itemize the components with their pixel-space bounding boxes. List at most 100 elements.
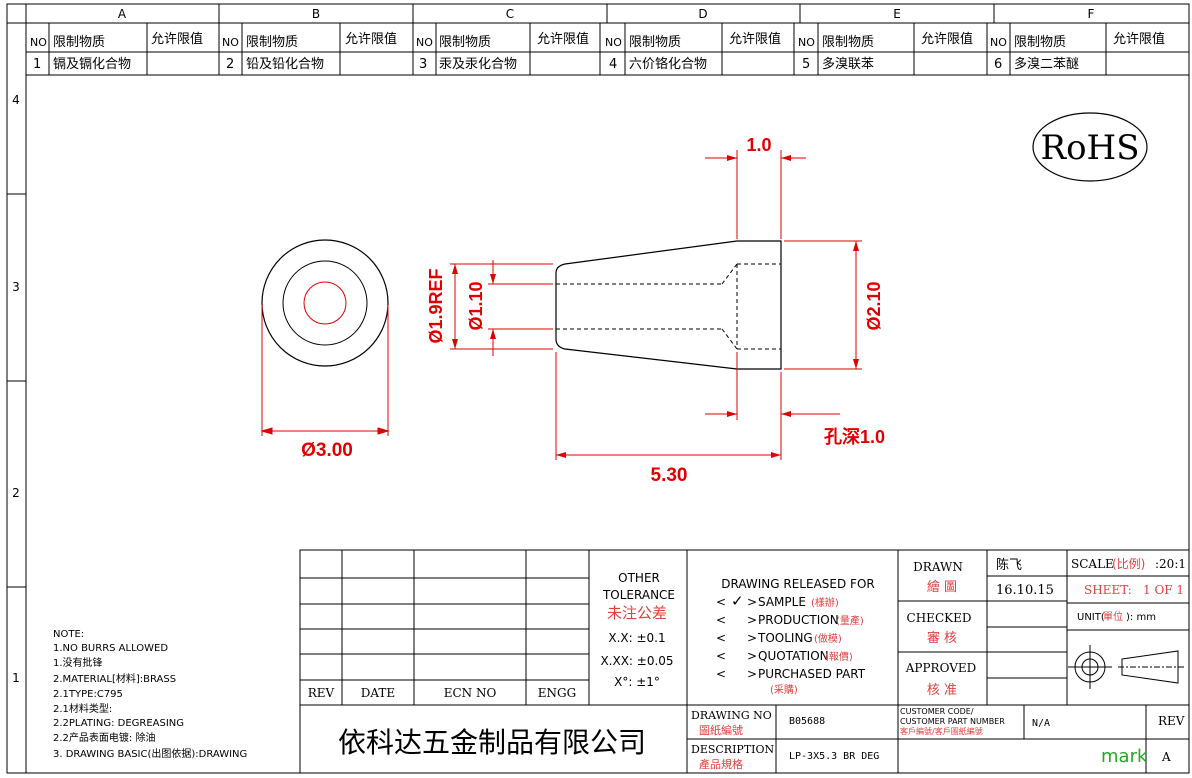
header-substance: 限制物质 <box>439 35 491 50</box>
release-item-cn: (樣辦) <box>811 596 839 609</box>
svg-text:>: > <box>747 595 757 609</box>
note-line: NOTE: <box>53 629 84 640</box>
sample-check-icon: ✓ <box>731 592 744 610</box>
svg-text:<: < <box>716 613 726 627</box>
bore-diameter-label: Ø1.10 <box>466 281 486 330</box>
company-name: 依科达五金制品有限公司 <box>338 726 646 759</box>
note-line: 2.2产品表面电镀: 除油 <box>53 731 155 744</box>
projection-symbol-icon <box>1068 645 1184 689</box>
rev-label: REV <box>1158 714 1185 728</box>
header-limit: 允许限值 <box>1113 31 1165 47</box>
sheet-label: SHEET: <box>1084 583 1132 597</box>
title-block-text: REV DATE ECN NO ENGG OTHER TOLERANCE 未注公… <box>308 557 1186 771</box>
unit-label: UNIT( <box>1077 612 1105 623</box>
note-line: 2.MATERIAL[材料]:BRASS <box>53 672 176 685</box>
customer-code-label: CUSTOMER CODE/ <box>900 707 974 716</box>
item-substance: 多溴联苯 <box>822 56 874 72</box>
end-diameter-label: Ø2.10 <box>864 281 884 330</box>
header-substance: 限制物质 <box>1014 35 1066 50</box>
row-numbers: 4 3 2 1 <box>12 93 20 685</box>
checked-cn: 審 核 <box>927 631 957 646</box>
drawing-no-value: B05688 <box>789 716 825 727</box>
item-no: 1 <box>33 57 41 72</box>
unit-cn: 單位 <box>1103 610 1123 623</box>
item-substance: 多溴二苯醚 <box>1014 56 1079 72</box>
notes: NOTE: 1.NO BURRS ALLOWED 1.没有批锋 2.MATERI… <box>53 629 247 760</box>
other-label: OTHER <box>618 571 660 585</box>
release-item-label: SAMPLE <box>758 595 806 609</box>
header-no: NO <box>416 36 433 49</box>
tolerance-xxx: X.XX: ±0.05 <box>600 654 673 668</box>
release-item-label: QUOTATION <box>758 649 829 663</box>
header-limit: 允许限值 <box>151 31 203 47</box>
svg-text:>: > <box>747 613 757 627</box>
checked-label: CHECKED <box>907 611 972 625</box>
approved-cn: 核 准 <box>927 683 957 698</box>
length-label: 5.30 <box>651 465 688 486</box>
scale-label: SCALE <box>1071 557 1114 571</box>
svg-text:<: < <box>716 649 726 663</box>
release-item-label: PURCHASED PART <box>758 667 866 681</box>
rev-header: REV <box>308 686 335 700</box>
column-letter: B <box>312 7 320 21</box>
svg-text:>: > <box>747 667 757 681</box>
mark-text: mark <box>1101 746 1148 767</box>
row-number: 3 <box>12 280 20 294</box>
header-no: NO <box>990 36 1007 49</box>
header-no: NO <box>222 36 239 49</box>
drawn-date: 16.10.15 <box>996 583 1054 598</box>
scale-cn: (比例) <box>1112 557 1145 571</box>
header-substance: 限制物质 <box>822 35 874 50</box>
release-item-cn: (采購) <box>770 683 798 696</box>
engg-header: ENGG <box>538 686 576 700</box>
svg-text:<: < <box>716 595 726 609</box>
tolerance-xx: X.X: ±0.1 <box>608 631 665 645</box>
tolerance-label: TOLERANCE <box>602 588 675 602</box>
drawn-cn: 繪 圖 <box>927 579 957 595</box>
tolerance-cn: 未注公差 <box>607 604 667 622</box>
ecn-header: ECN NO <box>444 686 497 700</box>
column-letters: A B C D E F <box>118 7 1095 21</box>
tolerance-angle: X°: ±1° <box>614 675 660 689</box>
item-no: 5 <box>802 57 810 72</box>
item-no: 3 <box>419 57 427 72</box>
rev-value: A <box>1161 750 1171 764</box>
released-for-label: DRAWING RELEASED FOR <box>721 577 874 591</box>
header-limit: 允许限值 <box>345 31 397 47</box>
unit-value: ): mm <box>1126 612 1156 623</box>
item-substance: 六价铬化合物 <box>629 56 707 72</box>
front-view: Ø3.00 <box>260 239 390 461</box>
header-no: NO <box>798 36 815 49</box>
item-substance: 汞及汞化合物 <box>439 57 517 72</box>
rohs-text: RoHS <box>1040 128 1139 168</box>
note-line: 2.1材料类型: <box>53 702 112 715</box>
front-diameter-label: Ø3.00 <box>301 440 353 461</box>
note-line: 1.NO BURRS ALLOWED <box>53 643 168 654</box>
release-item-cn: (量產) <box>836 614 864 627</box>
header-limit: 允许限值 <box>537 31 589 47</box>
date-header: DATE <box>361 686 395 700</box>
scale-value: :20:1 <box>1155 557 1186 571</box>
release-item-cn: (做模) <box>814 632 842 645</box>
row-number: 2 <box>12 486 20 500</box>
customer-part-label: CUSTOMER PART NUMBER <box>900 717 1005 726</box>
row-number: 4 <box>12 93 20 107</box>
note-line: 1.没有批锋 <box>53 656 103 669</box>
header-limit: 允许限值 <box>729 31 781 47</box>
column-letter: A <box>118 7 127 21</box>
substance-table <box>26 23 1189 76</box>
customer-value: N/A <box>1032 718 1050 729</box>
substance-table-text: NO 限制物质 允许限值 1 镉及镉化合物 NO 限制物质 允许限值 2 铅及铅… <box>30 31 1165 72</box>
note-line: 3. DRAWING BASIC(出图依据):DRAWING <box>53 747 247 760</box>
release-item-label: PRODUCTION <box>758 613 839 627</box>
description-cn: 產品規格 <box>699 757 743 771</box>
svg-text:<: < <box>716 667 726 681</box>
header-substance: 限制物质 <box>246 35 298 50</box>
rohs-mark: RoHS <box>1032 112 1148 182</box>
customer-cn: 客戶編號/客戶圖紙編號 <box>900 726 983 736</box>
drawing-no-label: DRAWING NO <box>691 709 772 722</box>
hole-ref-diameter-label: Ø1.9REF <box>426 268 446 343</box>
header-no: NO <box>605 36 622 49</box>
sheet-value: 1 OF 1 <box>1143 583 1184 597</box>
